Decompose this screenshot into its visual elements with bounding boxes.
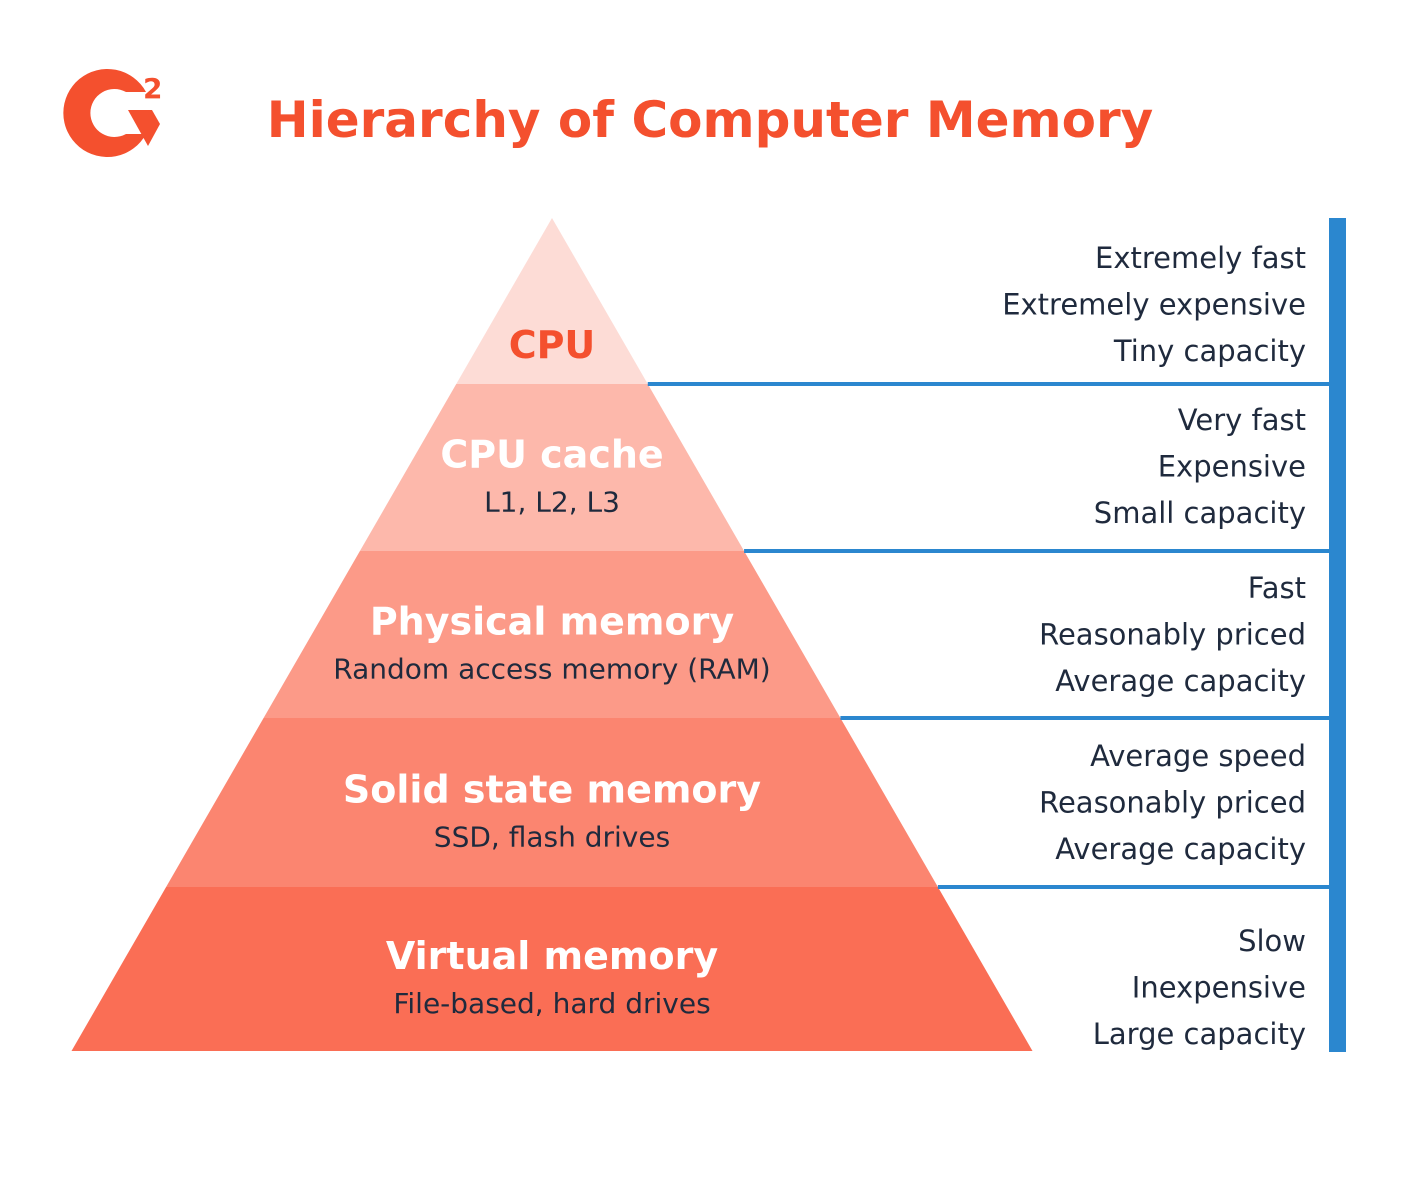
tier-attribute: Average capacity bbox=[1055, 664, 1306, 698]
g2-logo-mark bbox=[63, 69, 146, 158]
tier-attribute: Extremely fast bbox=[1095, 241, 1306, 275]
tier-name: CPU cache bbox=[440, 433, 663, 477]
tier-attribute: Inexpensive bbox=[1132, 971, 1306, 1005]
g2-logo-superscript: 2 bbox=[143, 72, 162, 105]
tier-attribute: Large capacity bbox=[1093, 1017, 1306, 1051]
scale-bar bbox=[1329, 218, 1346, 1052]
tier-name: Virtual memory bbox=[386, 934, 718, 978]
tier-attribute: Average capacity bbox=[1055, 832, 1306, 866]
tier-attribute: Reasonably priced bbox=[1039, 618, 1306, 652]
tier-name: CPU bbox=[509, 323, 596, 367]
tier-subtitle: Random access memory (RAM) bbox=[333, 653, 770, 686]
tier-attribute: Expensive bbox=[1158, 450, 1306, 484]
tier-attribute: Slow bbox=[1238, 924, 1306, 958]
g2-logo-arrow bbox=[128, 110, 160, 146]
tier-subtitle: File-based, hard drives bbox=[393, 987, 710, 1020]
pyramid-tier bbox=[166, 718, 938, 887]
tier-attribute: Small capacity bbox=[1094, 496, 1306, 530]
tier-name: Physical memory bbox=[370, 600, 735, 644]
pyramid-tier bbox=[71, 887, 1033, 1051]
tier-name: Solid state memory bbox=[343, 768, 761, 812]
pyramid-tier bbox=[263, 551, 841, 718]
tier-attribute: Tiny capacity bbox=[1113, 334, 1306, 368]
tier-attribute: Extremely expensive bbox=[1002, 288, 1306, 322]
tier-attribute: Average speed bbox=[1090, 739, 1306, 773]
tier-subtitle: L1, L2, L3 bbox=[484, 486, 620, 519]
page-title: Hierarchy of Computer Memory bbox=[267, 91, 1153, 149]
pyramid-tier bbox=[456, 218, 648, 384]
g2-logo: 2 bbox=[63, 69, 162, 158]
tier-subtitle: SSD, flash drives bbox=[434, 821, 670, 854]
tier-connectors bbox=[647, 382, 1331, 889]
tier-attribute: Fast bbox=[1248, 571, 1306, 605]
pyramid-tier bbox=[359, 384, 745, 551]
tier-attribute: Very fast bbox=[1178, 403, 1306, 437]
tier-attribute: Reasonably priced bbox=[1039, 786, 1306, 820]
